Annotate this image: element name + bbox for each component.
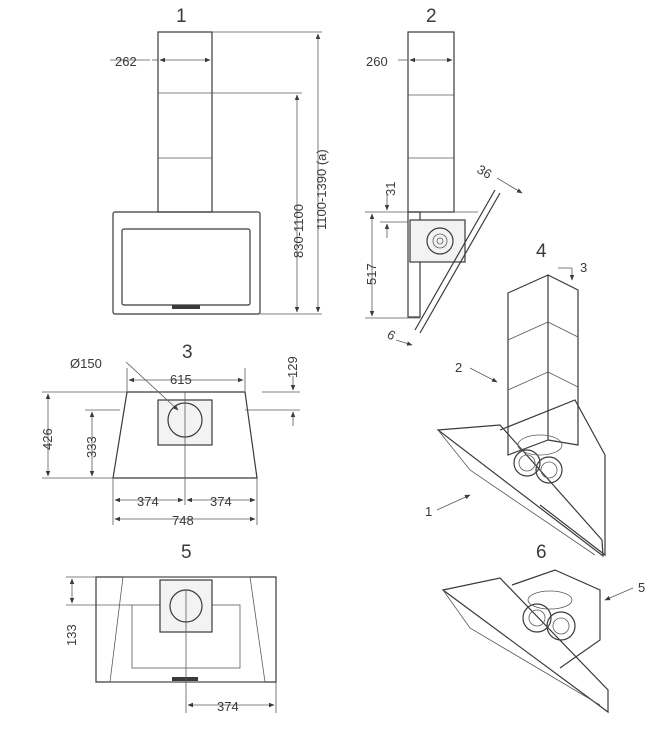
view-3-label: 3 — [182, 342, 193, 363]
view-6-isometric: 6 5 — [441, 542, 645, 714]
view-1-label: 1 — [176, 6, 187, 27]
dim-333: 333 — [84, 436, 99, 458]
view-4-label: 4 — [536, 241, 547, 262]
dim-6: 6 — [385, 327, 399, 344]
callout-5: 5 — [638, 580, 645, 595]
dim-374-left: 374 — [137, 494, 159, 509]
dim-517: 517 — [364, 263, 379, 285]
dim-262: 262 — [115, 54, 137, 69]
glass-panel-4 — [436, 424, 604, 558]
chimney-front — [157, 31, 213, 213]
canopy-front — [112, 211, 261, 315]
dim-129: 129 — [285, 356, 300, 378]
dim-1100-1390: 1100-1390 (a) — [314, 149, 329, 230]
view-5-bottom: 5 133 374 — [64, 542, 277, 714]
dim-748: 748 — [172, 513, 194, 528]
view-5-label: 5 — [181, 542, 192, 563]
view-1-front: 1 262 830-1100 1100-1390 (a) — [110, 6, 329, 315]
dim-36: 36 — [475, 162, 495, 182]
dim-133: 133 — [64, 624, 79, 646]
dim-374-right: 374 — [210, 494, 232, 509]
motor-side — [409, 219, 466, 263]
view-2-side: 2 260 31 517 36 6 — [364, 6, 523, 346]
callout-1: 1 — [425, 504, 432, 519]
callout-3: 3 — [580, 260, 587, 275]
view-6-label: 6 — [536, 542, 547, 563]
glass-panel-6 — [441, 577, 609, 714]
view-3-top: 3 Ø150 615 129 426 333 374 374 — [40, 342, 300, 528]
callout-2: 2 — [455, 360, 462, 375]
dim-374-bottom: 374 — [217, 699, 239, 714]
view-2-label: 2 — [426, 6, 437, 27]
chimney-side — [407, 31, 455, 213]
dim-31: 31 — [383, 182, 398, 196]
dim-615: 615 — [170, 372, 192, 387]
view-4-isometric: 4 3 2 1 — [425, 241, 606, 558]
dim-diameter-150: Ø150 — [70, 356, 102, 371]
dim-260: 260 — [366, 54, 388, 69]
dim-830-1100: 830-1100 — [291, 204, 306, 258]
dim-426: 426 — [40, 428, 55, 450]
